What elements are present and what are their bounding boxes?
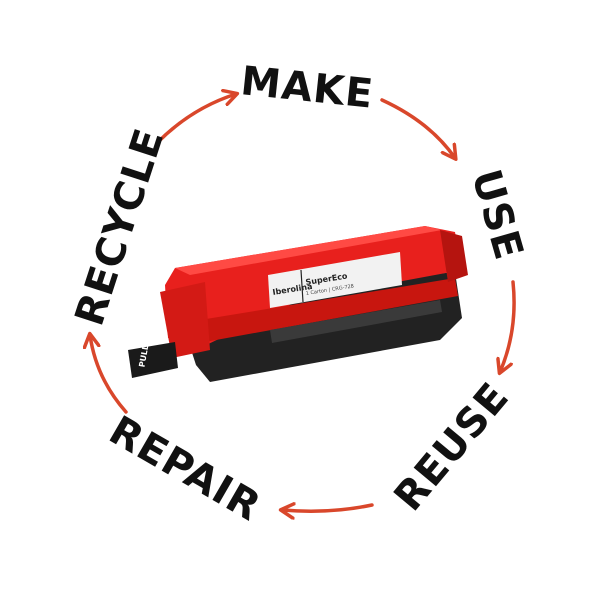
arrow-use-to-reuse (500, 280, 516, 372)
toner-cartridge: Iberolina SuperEco 1 Carton | CRG-728 PU… (128, 226, 468, 382)
step-repair: REPAIR (101, 407, 268, 530)
cartridge-label-divider (300, 269, 304, 303)
arrow-recycle-to-make (156, 94, 236, 144)
arrow-reuse-to-repair (282, 505, 374, 511)
pull-tab-label: PULL (138, 344, 151, 368)
cartridge-lower-band (200, 278, 458, 342)
cartridge-top-edge (175, 226, 442, 275)
pull-tab (128, 342, 178, 378)
arrow-repair-to-recycle (90, 335, 128, 414)
cycle-arrows (90, 94, 516, 511)
cartridge-slot (270, 300, 442, 343)
step-make: MAKE (239, 58, 376, 118)
step-use: USE (462, 165, 531, 266)
cartridge-end-cap (440, 230, 468, 282)
cartridge-label (268, 252, 402, 308)
cartridge-left-end (160, 282, 210, 358)
step-reuse: REUSE (386, 374, 519, 520)
arrow-make-to-use (380, 98, 455, 158)
step-recycle: RECYCLE (67, 123, 174, 331)
